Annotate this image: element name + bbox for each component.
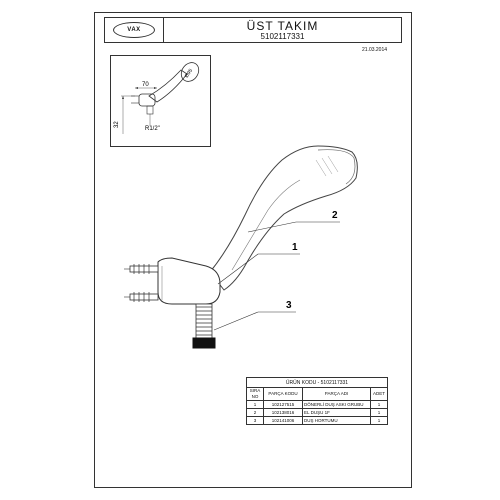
callout-3: 3 — [286, 300, 292, 311]
dimension-detail: 70 Ø95 32 R1/2" — [110, 55, 211, 147]
drawing-title: ÜST TAKIM — [246, 19, 319, 33]
row-order: 2 — [246, 408, 264, 417]
row-code: 102141006 — [263, 416, 303, 425]
dim-diameter-label: Ø95 — [184, 68, 194, 79]
col-header-name: PARÇA ADI — [302, 387, 371, 401]
row-name: DUŞ HORTUMU — [302, 416, 371, 425]
hand-shower — [209, 145, 358, 291]
row-qty: 1 — [370, 408, 388, 417]
dim-height-label: 32 — [114, 121, 120, 128]
detail-head — [180, 62, 200, 82]
row-qty: 1 — [370, 416, 388, 425]
row-order: 1 — [246, 400, 264, 409]
col-header-code: PARÇA KODU — [263, 387, 303, 401]
col-header-order: SIRA NO — [246, 387, 264, 401]
row-name: EL DUŞU 1F — [302, 408, 371, 417]
row-code: 102138016 — [263, 408, 303, 417]
row-qty: 1 — [370, 400, 388, 409]
callout-2: 2 — [332, 210, 338, 221]
dim-thread-label: R1/2" — [145, 126, 160, 132]
row-code: 102127515 — [263, 400, 303, 409]
table-row: 2 102138016 EL DUŞU 1F 1 — [246, 408, 388, 417]
table-row: 3 102141006 DUŞ HORTUMU 1 — [246, 416, 388, 425]
row-name: DÖNERLİ DUŞ ASKI GRUBU — [302, 400, 371, 409]
drawing-date: 21.03.2014 — [362, 47, 388, 53]
shower-holder — [124, 257, 221, 305]
dim-width-label: 70 — [142, 82, 149, 88]
parts-table-title: ÜRÜN KODU - 5102117331 — [246, 377, 388, 388]
table-row: 1 102127515 DÖNERLİ DUŞ ASKI GRUBU 1 — [246, 400, 388, 409]
col-header-qty: ADET — [370, 387, 388, 401]
title-block: ÜST TAKIM 5102117331 — [164, 17, 402, 43]
dimension-detail-drawing: 70 Ø95 32 R1/2" — [114, 62, 200, 134]
parts-table: ÜRÜN KODU - 5102117331 SIRA NO PARÇA KOD… — [246, 377, 388, 425]
brand-logo-text: VAX — [113, 22, 155, 38]
shower-hose — [192, 303, 216, 349]
detail-handle — [148, 69, 188, 103]
drawing-code: 5102117331 — [260, 32, 305, 41]
callout-1: 1 — [292, 242, 298, 253]
row-order: 3 — [246, 416, 264, 425]
brand-logo: VAX — [104, 17, 164, 43]
